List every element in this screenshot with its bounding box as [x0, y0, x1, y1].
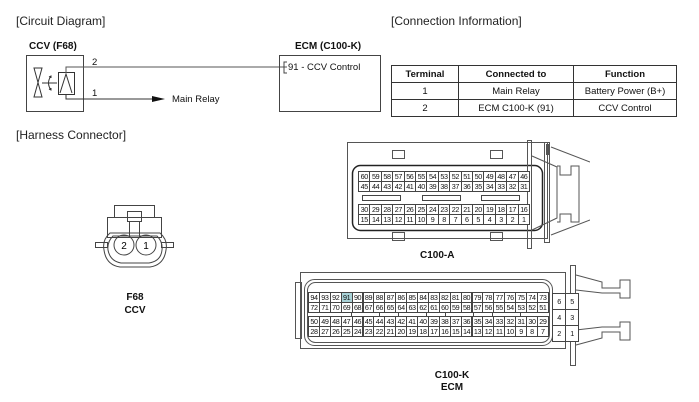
key-slot: [398, 312, 427, 317]
pin-1: 1: [517, 214, 530, 225]
ccv-label: CCV (F68): [29, 41, 77, 52]
table-row: 1 Main Relay Battery Power (B+): [391, 82, 677, 100]
pin-2-circle: [113, 234, 135, 256]
pin-2: 2: [552, 325, 566, 342]
pin-1: 1: [143, 241, 149, 252]
f68-name: F68: [126, 292, 144, 303]
c100k-desc: ECM: [440, 382, 464, 393]
pin-51: 51: [536, 302, 549, 313]
f68-desc: CCV: [124, 305, 146, 316]
pin-5: 5: [565, 293, 579, 310]
pin-6: 6: [552, 293, 566, 310]
pin-1-circle: [135, 234, 157, 256]
terminal-cell: 2: [391, 99, 459, 117]
function-cell: Battery Power (B+): [573, 82, 677, 100]
header-terminal: Terminal: [391, 65, 459, 83]
wire-2: [65, 66, 287, 73]
table-header-row: Terminal Connected to Function: [391, 65, 677, 83]
connection-info-title: [Connection Information]: [391, 14, 522, 28]
ccv-box: [26, 55, 84, 112]
pin-1: 1: [565, 325, 579, 342]
ecm-label: ECM (C100-K): [295, 41, 362, 52]
pin-7: 7: [536, 326, 549, 337]
circuit-diagram: [26, 55, 381, 112]
pin-4: 4: [552, 309, 566, 326]
key-slot: [362, 195, 401, 201]
ecm-pin-91-label: 91 - CCV Control: [288, 62, 361, 73]
circuit-diagram-title: [Circuit Diagram]: [16, 14, 106, 28]
function-cell: CCV Control: [573, 99, 677, 117]
c100k-name: C100-K: [434, 370, 470, 381]
key-slot: [481, 195, 520, 201]
key-slot: [422, 195, 461, 201]
valve-icon: [33, 67, 75, 98]
header-connected-to: Connected to: [458, 65, 574, 83]
harness-connector-title: [Harness Connector]: [16, 128, 127, 142]
f68-connector: 2 1: [95, 205, 174, 268]
key-slot: [351, 312, 380, 317]
wire-1: [65, 94, 160, 100]
ecm-box: [279, 55, 381, 112]
wire-1-number: 1: [92, 88, 98, 99]
header-function: Function: [573, 65, 677, 83]
connected-to-cell: Main Relay: [458, 82, 574, 100]
key-slot: [492, 312, 521, 317]
pin-3: 3: [565, 309, 579, 326]
c100a-name: C100-A: [420, 250, 455, 261]
main-relay-label: Main Relay: [172, 94, 220, 105]
pin-31: 31: [517, 181, 530, 192]
connected-to-cell: ECM C100-K (91): [458, 99, 574, 117]
key-slot: [445, 312, 474, 317]
terminal-cell: 1: [391, 82, 459, 100]
arrow-icon: [152, 96, 165, 102]
pin-2: 2: [121, 241, 127, 252]
connection-table: Terminal Connected to Function 1 Main Re…: [391, 65, 677, 117]
c100a-latch: [527, 140, 580, 249]
wire-2-number: 2: [92, 57, 98, 68]
table-row: 2 ECM C100-K (91) CCV Control: [391, 99, 677, 117]
